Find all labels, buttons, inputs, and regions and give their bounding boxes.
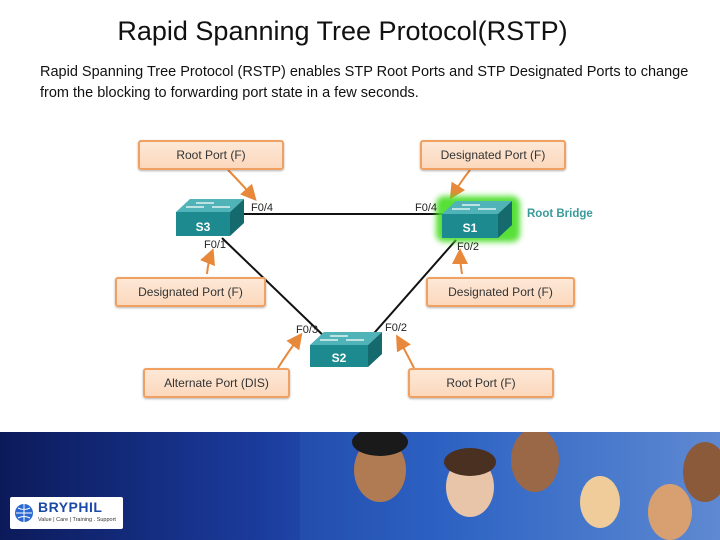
port-s2-f03: F0/3 [296,324,319,336]
port-s1-f04: F0/4 [415,202,438,214]
link-s3-s2 [221,237,329,341]
logo-tagline: Value | Care | Training . Support [38,517,116,523]
port-role-box-s2-root: Root Port (F) [408,368,554,398]
arrow-s3-top [227,169,257,201]
footer-banner [0,432,720,540]
port-s2-f02: F0/2 [385,322,408,334]
people-photo-collage [300,432,720,540]
company-logo: BRYPHIL Value | Care | Training . Suppor… [10,497,123,529]
switch-s1[interactable] [436,196,520,242]
root-bridge-label: Root Bridge [527,208,593,220]
arrow-s1-top [449,169,471,200]
switch-s2[interactable] [310,332,382,367]
port-role-box-s3-root: Root Port (F) [138,140,284,170]
port-s3-f01: F0/1 [204,239,227,251]
port-role-box-s3-designated: Designated Port (F) [115,277,266,307]
switch-s3[interactable] [176,199,244,236]
switch-s1-label: S1 [462,221,478,235]
arrow-s2-right [396,334,415,369]
arrow-s3-bottom [200,248,215,275]
slide-description: Rapid Spanning Tree Protocol (RSTP) enab… [40,64,689,101]
port-role-box-s2-alternate: Alternate Port (DIS) [143,368,290,398]
port-s3-f04: F0/4 [251,202,274,214]
arrow-s1-bottom [452,248,469,275]
logo-text: BRYPHIL [38,499,103,515]
port-role-box-s1-f02-designated: Designated Port (F) [426,277,575,307]
port-s1-f02: F0/2 [457,241,480,253]
switch-s2-label: S2 [331,351,347,365]
port-role-box-s1-designated: Designated Port (F) [420,140,566,170]
arrow-s2-left [277,332,303,369]
switch-s3-label: S3 [195,220,211,234]
link-s1-s2 [367,239,457,341]
globe-icon [15,504,33,522]
slide-title: Rapid Spanning Tree Protocol(RSTP) [117,16,568,46]
